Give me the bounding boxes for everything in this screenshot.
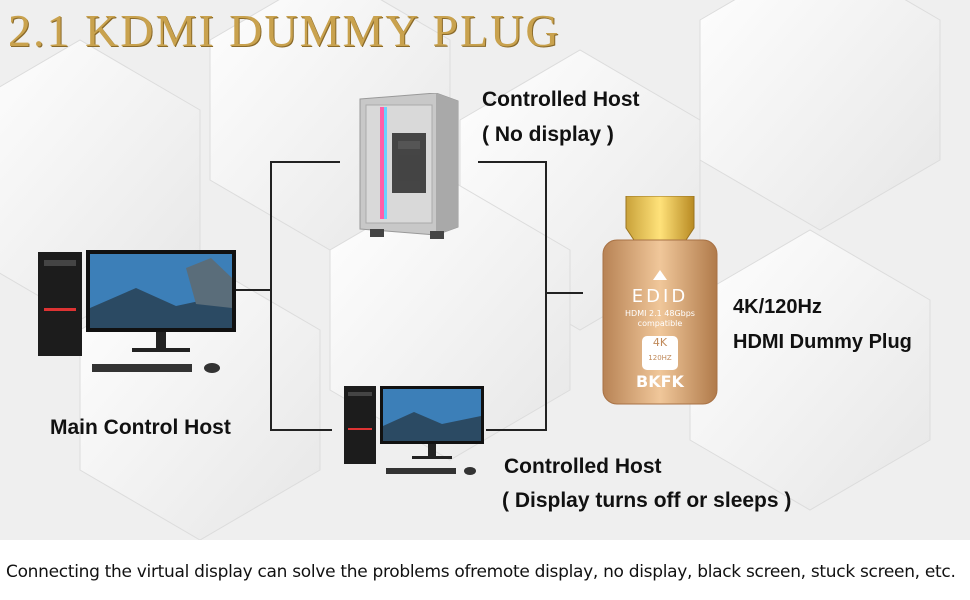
controlled-host-bottom-sublabel: ( Display turns off or sleeps ) xyxy=(502,489,792,512)
hdmi-plug-icon xyxy=(602,196,718,405)
connector-right-vertical xyxy=(545,161,547,431)
plug-hdmi-line2: compatible xyxy=(637,319,683,328)
plug-badge-bottom: 120HZ xyxy=(648,354,672,362)
plug-hdmi-line1: HDMI 2.1 48Gbps xyxy=(625,309,695,318)
connector-left-vertical xyxy=(270,161,272,431)
controlled-host-top-sublabel: ( No display ) xyxy=(482,123,614,146)
controlled-pc-bottom-icon xyxy=(344,386,484,475)
plug-name-label: HDMI Dummy Plug xyxy=(733,331,912,353)
connector-top-left xyxy=(270,161,340,163)
plug-badge-top: 4K xyxy=(652,336,668,349)
tower-pc-icon xyxy=(359,93,459,239)
connector-right-stub xyxy=(545,292,583,294)
bottom-caption: Connecting the virtual display can solve… xyxy=(6,562,956,582)
plug-spec-label: 4K/120Hz xyxy=(733,296,822,318)
connector-left-stub xyxy=(233,289,271,291)
controlled-host-bottom-label: Controlled Host xyxy=(504,455,662,478)
connector-bottom-left xyxy=(270,429,332,431)
main-control-pc-icon xyxy=(38,250,236,373)
plug-brand-text: BKFK xyxy=(636,372,684,391)
page-title: 2.1 KDMI DUMMY PLUG xyxy=(8,5,561,56)
hdmi-dummy-plug: EDID HDMI 2.1 48Gbps compatible 4K 120HZ… xyxy=(600,196,720,406)
connector-top-right xyxy=(478,161,546,163)
plug-edid-text: EDID xyxy=(631,286,689,307)
connector-bottom-right xyxy=(486,429,546,431)
main-control-host-label: Main Control Host xyxy=(50,416,231,439)
controlled-host-top-label: Controlled Host xyxy=(482,88,640,111)
